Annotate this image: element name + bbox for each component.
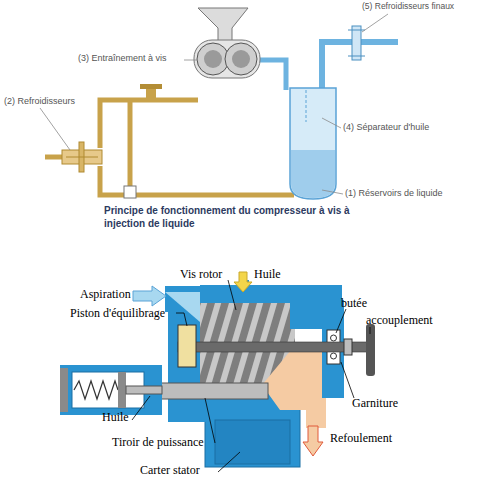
separator-vessel bbox=[290, 88, 336, 199]
figure-title: Principe de fonctionnement du compresseu… bbox=[104, 205, 366, 230]
balancing-piston bbox=[178, 325, 196, 367]
shaft-seal bbox=[344, 339, 352, 355]
callout-label: (4) Séparateur d'huile bbox=[343, 123, 429, 133]
liquid-level bbox=[291, 150, 335, 198]
part-label: Huile bbox=[254, 268, 281, 281]
part-label: Tiroir de puissance bbox=[112, 436, 204, 449]
suction-arrow bbox=[133, 286, 166, 306]
part-label: Garniture bbox=[352, 397, 398, 410]
tee-fitting bbox=[146, 88, 156, 102]
callout-label: (1) Réservoirs de liquide bbox=[345, 189, 443, 199]
part-label: Refoulement bbox=[330, 432, 392, 445]
final-cooler-line bbox=[348, 30, 365, 31]
final-cooler-line bbox=[348, 56, 365, 57]
part-label: butée bbox=[341, 297, 367, 310]
top-schematic bbox=[40, 8, 398, 199]
part-label: Aspiration bbox=[80, 288, 131, 301]
part-label: Vis rotor bbox=[180, 268, 222, 281]
discharge-arrow bbox=[303, 426, 323, 456]
dip-tube bbox=[306, 90, 307, 122]
part-label: Huile bbox=[102, 411, 129, 424]
valve-symbol bbox=[124, 186, 136, 198]
tee-fitting bbox=[140, 84, 162, 89]
inlet-hopper bbox=[198, 8, 248, 42]
callout-label: (2) Refroidisseurs bbox=[4, 97, 75, 107]
rotor-symbol bbox=[225, 43, 257, 75]
leader-lines bbox=[40, 14, 388, 194]
rotor-core bbox=[232, 50, 250, 68]
stator-casing-inner bbox=[215, 420, 290, 464]
bearing-ball bbox=[331, 335, 337, 341]
rotor-shaft bbox=[178, 342, 368, 352]
compressor-section bbox=[60, 272, 375, 472]
cylinder-cap bbox=[60, 368, 68, 412]
part-label: accouplement bbox=[366, 314, 433, 327]
cooler-line bbox=[66, 157, 98, 158]
rotor-symbol bbox=[197, 43, 229, 75]
spring-symbol bbox=[74, 381, 118, 399]
discharge-port bbox=[262, 344, 326, 428]
rotor-housing bbox=[194, 40, 260, 78]
discharge-pipe bbox=[258, 60, 286, 90]
actuator-cylinder bbox=[60, 365, 162, 415]
oil-piping bbox=[45, 100, 294, 195]
bearing-ball bbox=[331, 353, 337, 359]
actuator-piston bbox=[118, 372, 126, 408]
rotor-core bbox=[204, 50, 222, 68]
coupling-disk bbox=[366, 324, 375, 376]
callout-label: (5) Refroidisseurs finaux bbox=[362, 2, 454, 11]
final-cooler-symbol bbox=[352, 26, 361, 60]
piston-rod bbox=[126, 386, 162, 394]
part-label: Piston d'équilibrage bbox=[70, 307, 165, 320]
oil-arrow bbox=[234, 272, 252, 292]
callout-label: (3) Entraînement à vis bbox=[78, 54, 167, 64]
part-label: Carter stator bbox=[140, 464, 200, 477]
